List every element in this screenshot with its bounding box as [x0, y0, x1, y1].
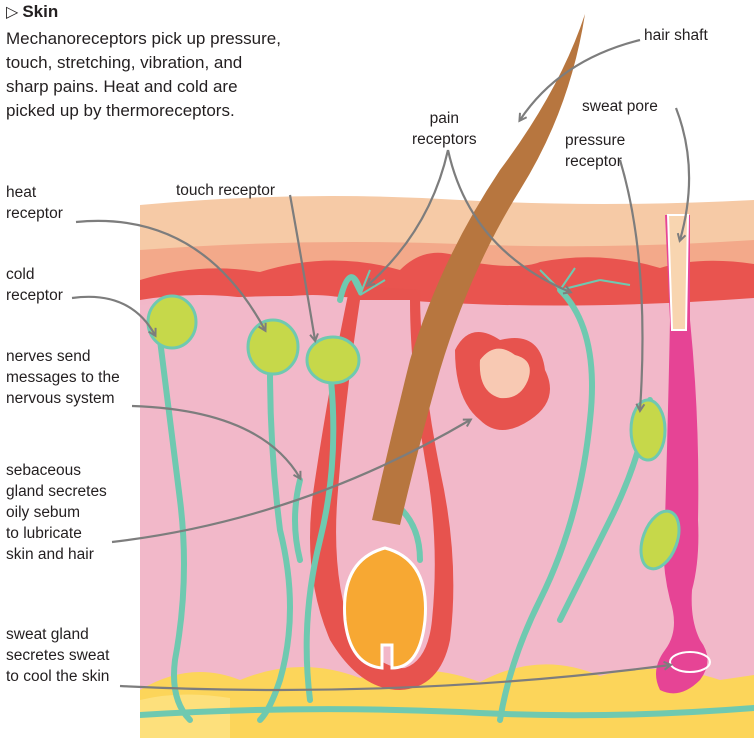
label-cold-receptor: cold receptor: [6, 264, 63, 306]
label-sweat-pore: sweat pore: [582, 96, 658, 117]
label-nerves: nerves send messages to the nervous syst…: [6, 346, 120, 409]
touch-receptor-shape: [307, 337, 359, 383]
label-pain-receptors: pain receptors: [412, 108, 477, 150]
pressure-receptor-shape: [631, 400, 665, 460]
intro-text: Mechanoreceptors pick up pressure, touch…: [6, 27, 346, 123]
label-sweat-gland: sweat gland secretes sweat to cool the s…: [6, 624, 109, 687]
section-heading: ▷Skin: [6, 2, 58, 22]
label-sebaceous-gland: sebaceous gland secretes oily sebum to l…: [6, 460, 107, 565]
label-hair-shaft: hair shaft: [644, 25, 708, 46]
label-heat-receptor: heat receptor: [6, 182, 63, 224]
cold-receptor-shape: [148, 296, 196, 348]
heading-marker-icon: ▷: [6, 4, 18, 21]
label-pressure-receptor: pressure receptor: [565, 130, 625, 172]
heading-title: Skin: [22, 2, 58, 21]
heat-receptor-shape: [248, 320, 298, 374]
label-touch-receptor: touch receptor: [176, 180, 275, 201]
